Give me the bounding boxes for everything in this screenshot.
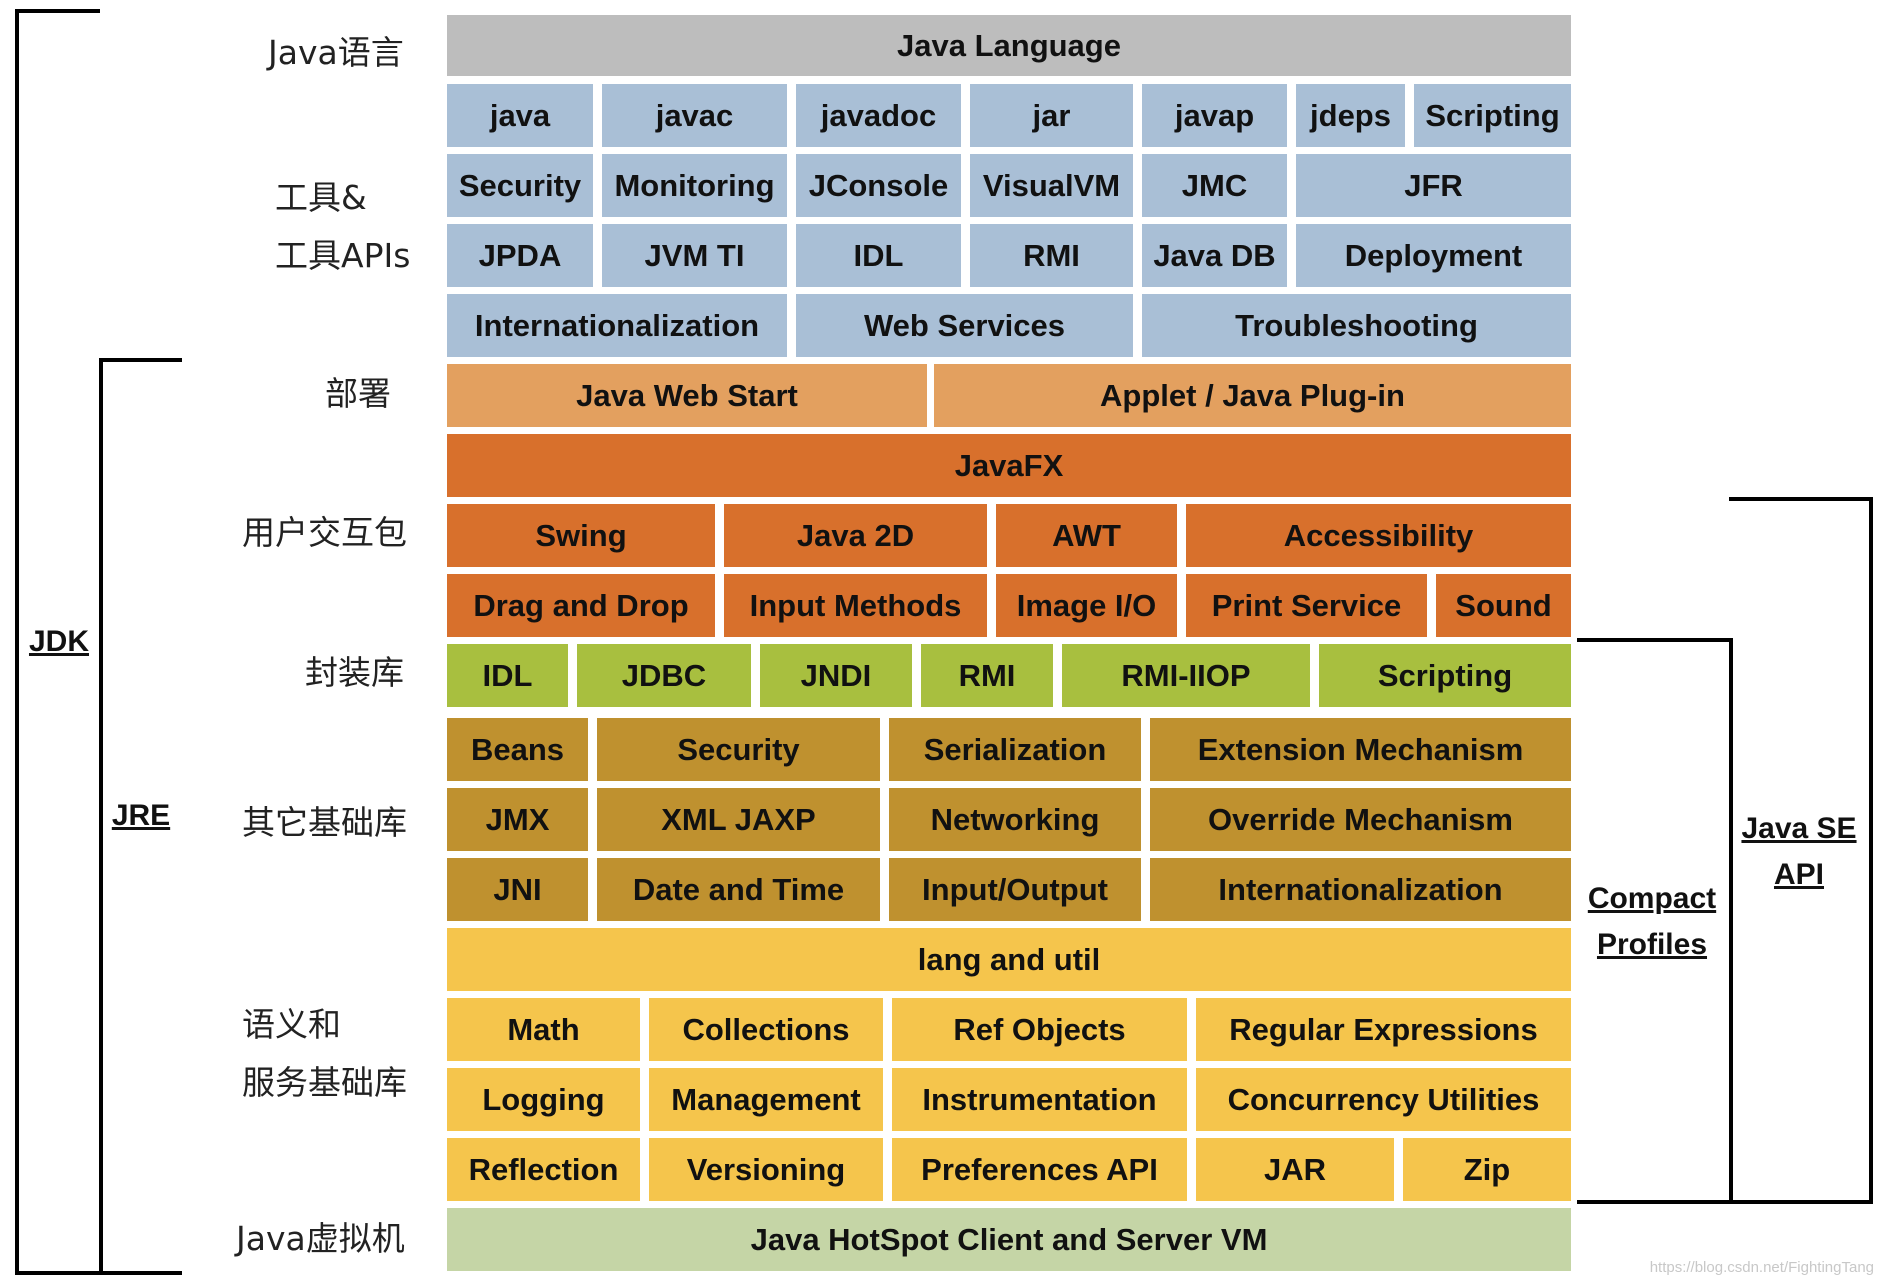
cell-java-2d: Java 2D [724, 504, 987, 567]
cell-java-hotspot-vm: Java HotSpot Client and Server VM [447, 1208, 1571, 1271]
cell-internationalization: Internationalization [1150, 858, 1571, 921]
jre-bracket-bottom [99, 1271, 182, 1275]
cell-tool-jar: jar [970, 84, 1133, 147]
cell-tool-jdeps: jdeps [1296, 84, 1405, 147]
jre-label: JRE [111, 799, 171, 832]
cell-serialization: Serialization [889, 718, 1141, 781]
cell-tool-javap: javap [1142, 84, 1287, 147]
jdk-bracket-top [15, 9, 100, 13]
cell-tool-java: java [447, 84, 593, 147]
cell-tool-javac: javac [602, 84, 787, 147]
cell-date-and-time: Date and Time [597, 858, 880, 921]
cell-concurrency-utilities: Concurrency Utilities [1196, 1068, 1571, 1131]
cell-tool-web-services: Web Services [796, 294, 1133, 357]
cell-int-scripting: Scripting [1319, 644, 1571, 707]
cell-print-service: Print Service [1186, 574, 1427, 637]
layer-label-tools-apis: 工具& 工具APIs [275, 178, 411, 275]
cell-tool-deployment: Deployment [1296, 224, 1571, 287]
cell-jar: JAR [1196, 1138, 1394, 1201]
cell-lang-and-util: lang and util [447, 928, 1571, 991]
jre-bracket-top [99, 358, 182, 362]
cell-tool-internationalization: Internationalization [447, 294, 787, 357]
cell-tool-troubleshooting: Troubleshooting [1142, 294, 1571, 357]
jdk-bracket-vertical [15, 9, 19, 1275]
java-se-api-bracket-vertical [1869, 497, 1873, 1204]
cell-int-rmi: RMI [921, 644, 1053, 707]
cell-awt: AWT [996, 504, 1177, 567]
cell-instrumentation: Instrumentation [892, 1068, 1187, 1131]
cell-tool-security: Security [447, 154, 593, 217]
cell-collections: Collections [649, 998, 883, 1061]
jdk-bracket-bottom [15, 1271, 100, 1275]
cell-applet-java-plugin: Applet / Java Plug-in [934, 364, 1571, 427]
cell-int-rmi-iiop: RMI-IIOP [1062, 644, 1310, 707]
cell-preferences-api: Preferences API [892, 1138, 1187, 1201]
cell-tool-jfr: JFR [1296, 154, 1571, 217]
cell-xml-jaxp: XML JAXP [597, 788, 880, 851]
cell-tool-java-db: Java DB [1142, 224, 1287, 287]
layer-label-integration-libraries: 封装库 [305, 653, 404, 692]
java-se-api-label: Java SE API [1741, 812, 1857, 891]
cell-management: Management [649, 1068, 883, 1131]
cell-tool-jmc: JMC [1142, 154, 1287, 217]
cell-tool-monitoring: Monitoring [602, 154, 787, 217]
layer-label-lang-util-base-libraries: 语义和 服务基础库 [242, 1005, 407, 1102]
cell-extension-mechanism: Extension Mechanism [1150, 718, 1571, 781]
cell-regular-expressions: Regular Expressions [1196, 998, 1571, 1061]
cell-override-mechanism: Override Mechanism [1150, 788, 1571, 851]
cell-java-language: Java Language [447, 15, 1571, 76]
cell-tool-visualvm: VisualVM [970, 154, 1133, 217]
cell-logging: Logging [447, 1068, 640, 1131]
cell-int-jndi: JNDI [760, 644, 912, 707]
layer-label-jvm: Java虚拟机 [236, 1219, 405, 1258]
cell-zip: Zip [1403, 1138, 1571, 1201]
cell-jni: JNI [447, 858, 588, 921]
cell-tool-scripting: Scripting [1414, 84, 1571, 147]
cell-tool-idl: IDL [796, 224, 961, 287]
layer-label-other-base-libraries: 其它基础库 [242, 803, 407, 842]
cell-int-idl: IDL [447, 644, 568, 707]
cell-accessibility: Accessibility [1186, 504, 1571, 567]
cell-networking: Networking [889, 788, 1141, 851]
cell-security: Security [597, 718, 880, 781]
cell-tool-rmi: RMI [970, 224, 1133, 287]
cell-reflection: Reflection [447, 1138, 640, 1201]
cell-swing: Swing [447, 504, 715, 567]
layer-label-java-language: Java语言 [268, 33, 404, 72]
compact-profiles-bracket-vertical [1729, 638, 1733, 1204]
cell-math: Math [447, 998, 640, 1061]
cell-tool-jpda: JPDA [447, 224, 593, 287]
compact-profiles-label: Compact Profiles [1587, 882, 1717, 961]
cell-drag-and-drop: Drag and Drop [447, 574, 715, 637]
java-se-api-bracket-top [1729, 497, 1873, 501]
cell-sound: Sound [1436, 574, 1571, 637]
cell-ref-objects: Ref Objects [892, 998, 1187, 1061]
cell-tool-jvm-ti: JVM TI [602, 224, 787, 287]
jre-bracket-vertical [99, 358, 103, 1275]
compact-profiles-bracket-bottom [1577, 1200, 1733, 1204]
cell-jmx: JMX [447, 788, 588, 851]
compact-profiles-bracket-top [1577, 638, 1733, 642]
cell-tool-jconsole: JConsole [796, 154, 961, 217]
jdk-label: JDK [28, 625, 89, 658]
watermark: https://blog.csdn.net/FightingTang [1649, 1259, 1874, 1276]
cell-tool-javadoc: javadoc [796, 84, 961, 147]
layer-label-ui-toolkits: 用户交互包 [242, 513, 407, 552]
cell-java-web-start: Java Web Start [447, 364, 927, 427]
cell-image-io: Image I/O [996, 574, 1177, 637]
cell-beans: Beans [447, 718, 588, 781]
cell-input-methods: Input Methods [724, 574, 987, 637]
cell-int-jdbc: JDBC [577, 644, 751, 707]
cell-input-output: Input/Output [889, 858, 1141, 921]
cell-versioning: Versioning [649, 1138, 883, 1201]
cell-javafx: JavaFX [447, 434, 1571, 497]
java-se-api-bracket-bottom [1729, 1200, 1873, 1204]
layer-label-deployment: 部署 [325, 374, 391, 413]
